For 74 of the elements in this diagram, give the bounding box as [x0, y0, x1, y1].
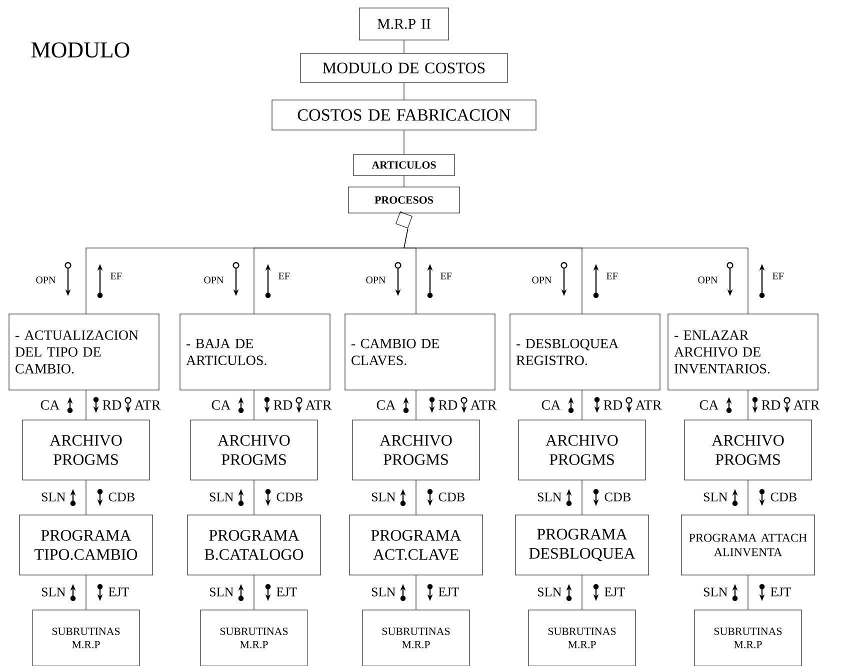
signal-label: CDB [276, 492, 302, 502]
signal-label: SLN [210, 588, 234, 596]
signal-label: RD [274, 400, 292, 410]
signal-label: EF [278, 272, 290, 280]
program-box: PROGRAMA ATTACH ALINVENTA [681, 514, 815, 576]
signal-label: RD [438, 400, 458, 410]
signal-label: OPN [204, 276, 224, 284]
subroutine-box: SUBRUTINAS M.R.P [200, 610, 308, 666]
subroutine-box: SUBRUTINAS M.R.P [362, 610, 470, 666]
signal-label: CDB [604, 492, 630, 502]
signal-label: ATR [635, 400, 662, 410]
signal-label: CA [700, 400, 719, 410]
signal-label: CDB [438, 492, 464, 502]
process-box: - BAJA DE ARTICULOS. [180, 314, 330, 390]
top-box: MODULO DE COSTOS [300, 53, 508, 83]
file-box: ARCHIVO PROGMS [190, 420, 318, 480]
program-box: PROGRAMA B.CATALOGO [187, 514, 321, 576]
signal-label: CA [40, 400, 60, 410]
signal-label: CDB [770, 492, 796, 502]
connector-line [400, 211, 404, 214]
signal-label: SLN [372, 588, 396, 596]
diamond-symbol [396, 212, 412, 228]
process-box: - ACTUALIZACION DEL TIPO DE CAMBIO. [8, 314, 160, 390]
signal-label: SLN [210, 492, 234, 502]
top-box: PROCESOS [348, 186, 460, 214]
signal-label: OPN [532, 276, 552, 284]
signal-label: EJT [438, 588, 460, 596]
program-box: PROGRAMA DESBLOQUEA [515, 514, 649, 576]
signal-label: OPN [698, 276, 718, 284]
signal-label: EJT [276, 588, 298, 596]
signal-label: RD [762, 400, 780, 410]
file-box: ARCHIVO PROGMS [352, 420, 480, 480]
signal-label: EJT [108, 588, 130, 596]
signal-label: EF [440, 272, 452, 280]
subroutine-box: SUBRUTINAS M.R.P [32, 610, 140, 666]
signal-label: ATR [470, 400, 497, 410]
signal-label: SLN [704, 492, 728, 502]
process-box: - ENLAZAR ARCHIVO DE INVENTARIOS. [668, 314, 818, 390]
file-box: ARCHIVO PROGMS [684, 420, 812, 480]
signal-label: SLN [538, 492, 562, 502]
signal-label: SLN [538, 588, 562, 596]
signal-label: CA [542, 400, 561, 410]
signal-label: SLN [42, 492, 66, 502]
program-box: PROGRAMA TIPO.CAMBIO [19, 514, 153, 576]
signal-label: RD [604, 400, 622, 410]
signal-label: EF [772, 272, 784, 280]
signal-label: SLN [42, 588, 66, 596]
signal-label: RD [102, 400, 122, 410]
top-box: M.R.P II [359, 8, 449, 40]
subroutine-box: SUBRUTINAS M.R.P [694, 610, 802, 666]
title: MODULO [31, 42, 130, 58]
process-box: - CAMBIO DE CLAVES. [344, 314, 496, 390]
signal-label: EF [110, 272, 122, 280]
signal-label: EF [606, 272, 618, 280]
file-box: ARCHIVO PROGMS [22, 420, 150, 480]
program-box: PROGRAMA ACT.CLAVE [349, 514, 483, 576]
file-box: ARCHIVO PROGMS [518, 420, 646, 480]
subroutine-box: SUBRUTINAS M.R.P [528, 610, 636, 666]
signal-label: CA [376, 400, 396, 410]
signal-label: SLN [372, 492, 396, 502]
connector-line [404, 228, 748, 314]
signal-label: EJT [770, 588, 792, 596]
signal-label: OPN [36, 276, 56, 284]
signal-label: ATR [305, 400, 332, 410]
signal-label: SLN [704, 588, 728, 596]
process-box: - DESBLOQUEA REGISTRO. [510, 314, 660, 390]
signal-label: EJT [604, 588, 626, 596]
signal-label: OPN [366, 276, 386, 284]
signal-label: CDB [108, 492, 134, 502]
signal-label: ATR [793, 400, 820, 410]
signal-label: CA [212, 400, 231, 410]
top-box: COSTOS DE FABRICACION [272, 100, 536, 130]
top-box: ARTICULOS [353, 154, 455, 176]
signal-label: ATR [134, 400, 161, 410]
